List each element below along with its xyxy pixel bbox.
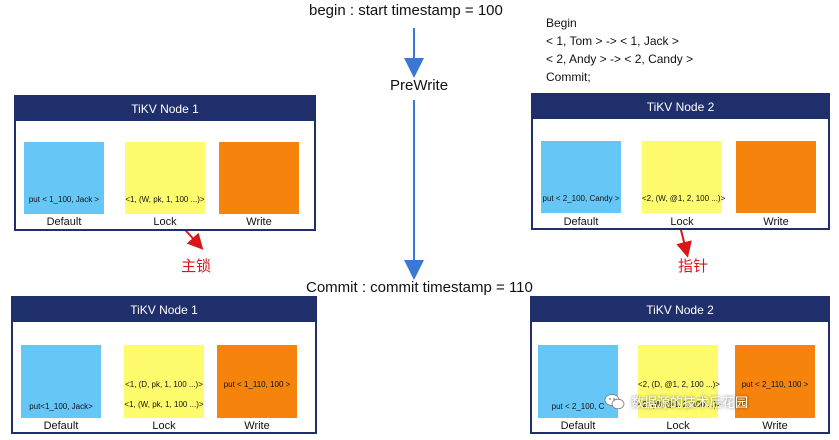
write-cf: put < 1_110, 100 > <box>217 345 297 418</box>
transaction-line: < 1, Tom > -> < 1, Jack > <box>546 34 679 48</box>
node-title: TiKV Node 1 <box>16 97 314 121</box>
commit-node-1: TiKV Node 1 put<1_100, Jack> Default <1,… <box>11 296 317 434</box>
watermark: 数据源的技术后花园 <box>604 392 748 411</box>
lock-column: <2, (W, @1, 2, 100 ...)> Lock <box>642 141 726 229</box>
prewrite-label: PreWrite <box>390 77 449 94</box>
write-cf <box>219 142 299 214</box>
write-column: put < 2_110, 100 > Write <box>735 345 815 433</box>
node-title: TiKV Node 1 <box>13 298 315 322</box>
default-entry: put<1_100, Jack> <box>29 402 93 411</box>
node-title: TiKV Node 2 <box>532 298 828 322</box>
default-cf: put < 2_100, Candy > <box>541 141 621 213</box>
lock-entry: <1, (W, pk, 1, 100 ...)> <box>125 195 205 204</box>
lock-label: Lock <box>152 420 176 432</box>
default-cf: put < 1_100, Jack > <box>24 142 104 214</box>
write-cf <box>736 141 816 213</box>
default-cf: put<1_100, Jack> <box>21 345 101 418</box>
write-label: Write <box>244 420 270 432</box>
write-label: Write <box>763 216 789 228</box>
write-column: Write <box>219 142 299 230</box>
lock-column: <1, (W, pk, 1, 100 ...)> Lock <box>125 142 205 230</box>
lock-label: Lock <box>670 216 694 228</box>
default-entry: put < 2_100, Candy > <box>542 194 620 203</box>
write-label: Write <box>246 216 272 228</box>
default-label: Default <box>46 216 82 228</box>
lock-label: Lock <box>153 216 177 228</box>
lock-entry: <2, (W, @1, 2, 100 ...)> <box>642 194 726 203</box>
transaction-text: Begin < 1, Tom > -> < 1, Jack > < 2, And… <box>546 14 693 86</box>
write-entry: put < 2_110, 100 > <box>741 380 809 389</box>
transaction-line: Begin <box>546 16 577 30</box>
lock-entry: <2, (W, @1, 2, 100 ...)> <box>638 400 722 409</box>
pointer-annotation: 指针 <box>678 257 709 275</box>
node-title: TiKV Node 2 <box>533 95 828 119</box>
write-column: Write <box>736 141 816 229</box>
watermark-text: 数据源的技术后花园 <box>631 396 749 411</box>
lock-cf: <1, (D, pk, 1, 100 ...)> <1, (W, pk, 1, … <box>124 345 204 418</box>
begin-label: begin : start timestamp = 100 <box>309 2 503 19</box>
lock-entry: <2, (D, @1, 2, 100 ...)> <box>638 380 720 389</box>
lock-entry: <1, (D, pk, 1, 100 ...)> <box>125 380 203 389</box>
lock-label: Lock <box>666 420 690 432</box>
lock-column: <2, (D, @1, 2, 100 ...)> <2, (W, @1, 2, … <box>638 345 722 433</box>
default-column: put < 1_100, Jack > Default <box>24 142 104 230</box>
default-label: Default <box>563 216 599 228</box>
write-cf: put < 2_110, 100 > <box>735 345 815 418</box>
prewrite-node-2: TiKV Node 2 put < 2_100, Candy > Default… <box>531 93 830 230</box>
wechat-icon <box>604 393 625 409</box>
lock-cf: <1, (W, pk, 1, 100 ...)> <box>125 142 205 214</box>
default-column: put < 2_100, Candy > Default <box>541 141 621 229</box>
lock-column: <1, (D, pk, 1, 100 ...)> <1, (W, pk, 1, … <box>124 345 204 433</box>
default-label: Default <box>560 420 596 432</box>
write-entry: put < 1_110, 100 > <box>223 380 291 389</box>
commit-node-2: TiKV Node 2 put < 2_100, C Default <2, (… <box>530 296 830 434</box>
default-column: put<1_100, Jack> Default <box>21 345 101 433</box>
write-label: Write <box>762 420 788 432</box>
default-column: put < 2_100, C Default <box>538 345 618 433</box>
transaction-line: Commit; <box>546 70 591 84</box>
lock-entry: <1, (W, pk, 1, 100 ...)> <box>124 400 204 409</box>
default-label: Default <box>43 420 79 432</box>
transaction-line: < 2, Andy > -> < 2, Candy > <box>546 52 694 66</box>
default-entry: put < 2_100, C <box>551 402 605 411</box>
lock-cf: <2, (W, @1, 2, 100 ...)> <box>642 141 726 213</box>
default-entry: put < 1_100, Jack > <box>28 195 100 204</box>
default-cf: put < 2_100, C <box>538 345 618 418</box>
write-column: put < 1_110, 100 > Write <box>217 345 297 433</box>
primary-lock-annotation: 主锁 <box>181 257 212 275</box>
commit-label: Commit : commit timestamp = 110 <box>306 279 533 296</box>
lock-cf: <2, (D, @1, 2, 100 ...)> <2, (W, @1, 2, … <box>638 345 722 418</box>
prewrite-node-1: TiKV Node 1 put < 1_100, Jack > Default … <box>14 95 316 231</box>
